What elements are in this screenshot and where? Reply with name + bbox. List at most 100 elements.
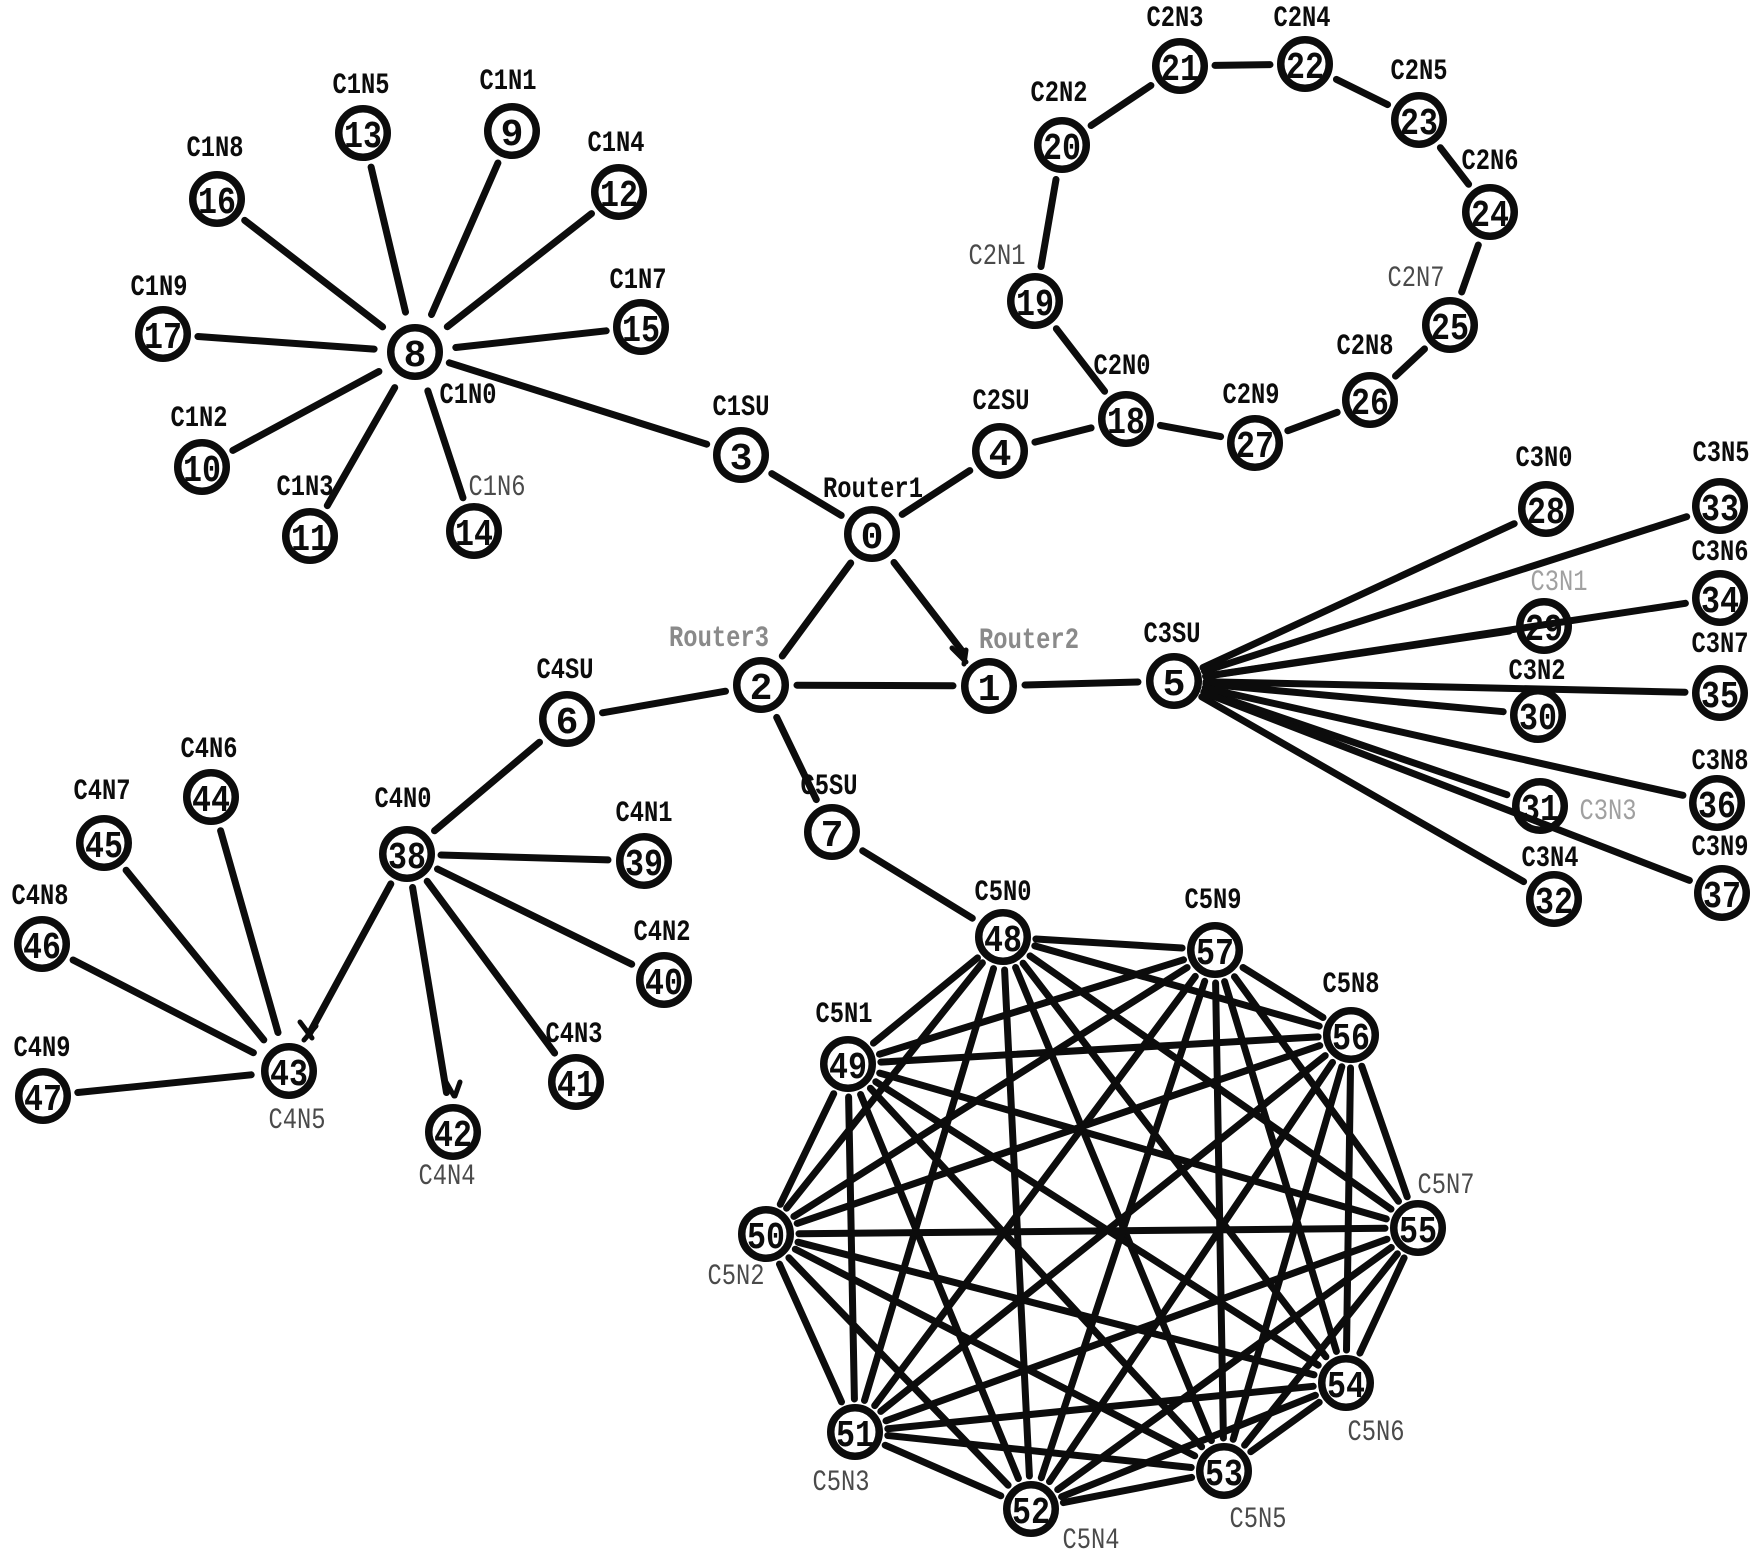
svg-text:C3N2: C3N2 xyxy=(1509,655,1566,689)
svg-text:34: 34 xyxy=(1701,581,1739,624)
svg-text:C3N7: C3N7 xyxy=(1692,628,1749,662)
svg-text:C3N6: C3N6 xyxy=(1692,536,1749,570)
svg-text:C4SU: C4SU xyxy=(537,654,594,688)
svg-text:6: 6 xyxy=(556,702,579,745)
svg-text:C2SU: C2SU xyxy=(973,385,1030,419)
svg-text:2: 2 xyxy=(750,668,773,711)
svg-text:C3N4: C3N4 xyxy=(1522,842,1579,876)
svg-text:C4N9: C4N9 xyxy=(14,1032,71,1066)
svg-text:Router1: Router1 xyxy=(823,473,923,507)
svg-text:26: 26 xyxy=(1351,383,1389,426)
svg-text:44: 44 xyxy=(192,780,230,823)
svg-text:36: 36 xyxy=(1698,786,1736,829)
svg-text:18: 18 xyxy=(1107,402,1145,445)
svg-text:21: 21 xyxy=(1161,49,1199,92)
svg-text:C1N2: C1N2 xyxy=(171,402,228,436)
svg-text:22: 22 xyxy=(1286,47,1324,90)
svg-text:3: 3 xyxy=(730,438,753,481)
svg-text:27: 27 xyxy=(1236,426,1274,469)
svg-text:C3N9: C3N9 xyxy=(1692,831,1749,865)
svg-text:13: 13 xyxy=(344,116,382,159)
svg-text:C1SU: C1SU xyxy=(713,391,770,425)
svg-text:48: 48 xyxy=(984,920,1022,963)
svg-text:53: 53 xyxy=(1205,1454,1243,1497)
svg-text:42: 42 xyxy=(434,1115,472,1158)
svg-text:10: 10 xyxy=(183,450,221,493)
svg-text:C4N3: C4N3 xyxy=(546,1018,603,1052)
svg-text:41: 41 xyxy=(557,1065,595,1108)
svg-text:12: 12 xyxy=(600,175,638,218)
svg-text:C5N3: C5N3 xyxy=(813,1466,870,1500)
svg-text:C1N8: C1N8 xyxy=(187,132,244,166)
svg-text:C3N5: C3N5 xyxy=(1693,437,1750,471)
svg-text:C3N8: C3N8 xyxy=(1692,745,1749,779)
svg-text:50: 50 xyxy=(747,1217,785,1260)
svg-text:45: 45 xyxy=(85,826,123,869)
svg-text:24: 24 xyxy=(1471,195,1509,238)
svg-text:38: 38 xyxy=(388,837,426,880)
svg-text:8: 8 xyxy=(404,335,427,378)
svg-text:C5N1: C5N1 xyxy=(816,998,873,1032)
svg-text:C5N7: C5N7 xyxy=(1418,1169,1475,1203)
svg-text:C4N7: C4N7 xyxy=(74,775,131,809)
svg-text:C2N8: C2N8 xyxy=(1337,330,1394,364)
svg-text:29: 29 xyxy=(1525,609,1563,652)
svg-text:C1N5: C1N5 xyxy=(333,69,390,103)
svg-text:43: 43 xyxy=(270,1054,308,1097)
svg-text:28: 28 xyxy=(1527,492,1565,535)
svg-text:7: 7 xyxy=(821,815,844,858)
svg-text:5: 5 xyxy=(1163,664,1186,707)
svg-text:C5N5: C5N5 xyxy=(1230,1503,1287,1537)
svg-text:Router2: Router2 xyxy=(979,624,1079,658)
svg-text:4: 4 xyxy=(989,434,1012,477)
svg-text:17: 17 xyxy=(144,317,182,360)
svg-text:C1N4: C1N4 xyxy=(588,127,645,161)
svg-text:52: 52 xyxy=(1012,1492,1050,1535)
svg-text:C4N4: C4N4 xyxy=(419,1160,476,1194)
svg-text:30: 30 xyxy=(1519,698,1557,741)
svg-text:C2N0: C2N0 xyxy=(1094,350,1151,384)
svg-text:C2N5: C2N5 xyxy=(1391,55,1448,89)
svg-text:47: 47 xyxy=(24,1079,62,1122)
svg-text:C4N0: C4N0 xyxy=(375,783,432,817)
svg-text:C5N6: C5N6 xyxy=(1348,1416,1405,1450)
svg-text:C1N1: C1N1 xyxy=(480,65,537,99)
svg-text:C4N5: C4N5 xyxy=(269,1104,326,1138)
svg-text:51: 51 xyxy=(836,1415,874,1458)
svg-text:C5N0: C5N0 xyxy=(975,876,1032,910)
svg-text:C3N1: C3N1 xyxy=(1531,566,1588,600)
svg-text:54: 54 xyxy=(1327,1366,1365,1409)
svg-text:46: 46 xyxy=(23,927,61,970)
svg-text:9: 9 xyxy=(501,114,524,157)
svg-text:C5N4: C5N4 xyxy=(1063,1524,1120,1556)
svg-text:40: 40 xyxy=(645,963,683,1006)
svg-text:C5SU: C5SU xyxy=(801,770,858,804)
svg-text:39: 39 xyxy=(625,844,663,887)
svg-text:C1N7: C1N7 xyxy=(610,264,667,298)
svg-text:32: 32 xyxy=(1535,882,1573,925)
svg-text:11: 11 xyxy=(291,519,329,562)
svg-text:C1N9: C1N9 xyxy=(131,271,188,305)
svg-text:23: 23 xyxy=(1400,103,1438,146)
svg-text:C1N6: C1N6 xyxy=(469,471,526,505)
svg-text:1: 1 xyxy=(978,669,1001,712)
svg-text:31: 31 xyxy=(1521,789,1559,832)
svg-text:C3SU: C3SU xyxy=(1144,618,1201,652)
svg-text:C5N8: C5N8 xyxy=(1323,968,1380,1002)
svg-text:25: 25 xyxy=(1431,308,1469,351)
svg-text:C2N3: C2N3 xyxy=(1147,2,1204,36)
svg-text:C1N3: C1N3 xyxy=(277,471,334,505)
svg-text:14: 14 xyxy=(455,514,493,557)
svg-text:C5N9: C5N9 xyxy=(1185,884,1242,918)
svg-text:19: 19 xyxy=(1016,284,1054,327)
svg-text:Router3: Router3 xyxy=(669,622,769,656)
svg-text:20: 20 xyxy=(1043,128,1081,171)
svg-text:C2N6: C2N6 xyxy=(1462,145,1519,179)
svg-text:57: 57 xyxy=(1196,933,1234,976)
svg-text:C5N2: C5N2 xyxy=(708,1260,765,1294)
svg-text:C4N6: C4N6 xyxy=(181,733,238,767)
svg-text:C4N8: C4N8 xyxy=(12,880,69,914)
svg-text:C1N0: C1N0 xyxy=(440,379,497,413)
svg-text:15: 15 xyxy=(622,310,660,353)
svg-text:49: 49 xyxy=(829,1047,867,1090)
